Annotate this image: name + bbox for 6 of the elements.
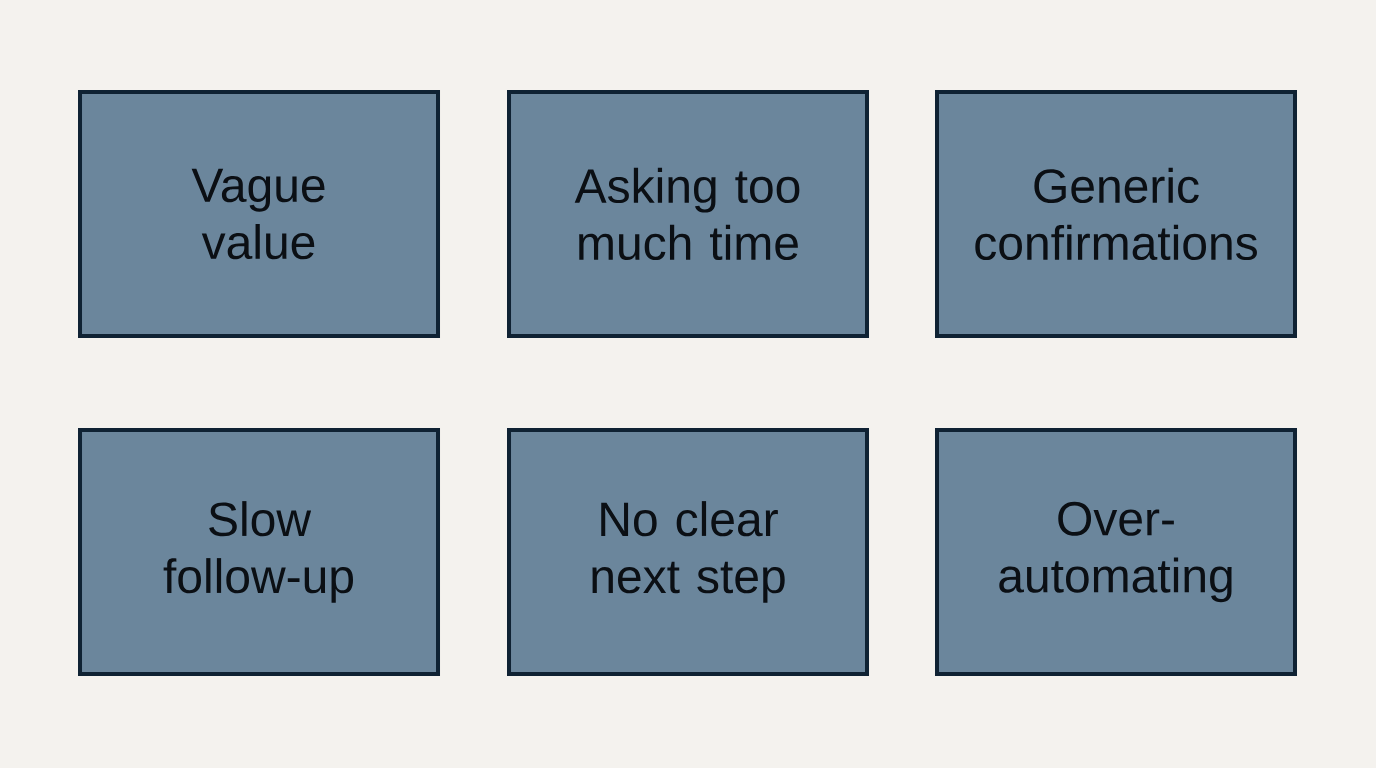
card: Slow follow-up [78,428,440,676]
card: Vague value [78,90,440,338]
card: Over-automating [935,428,1297,676]
card: Generic confirmations [935,90,1297,338]
card: No clear next step [507,428,869,676]
card: Asking too much time [507,90,869,338]
